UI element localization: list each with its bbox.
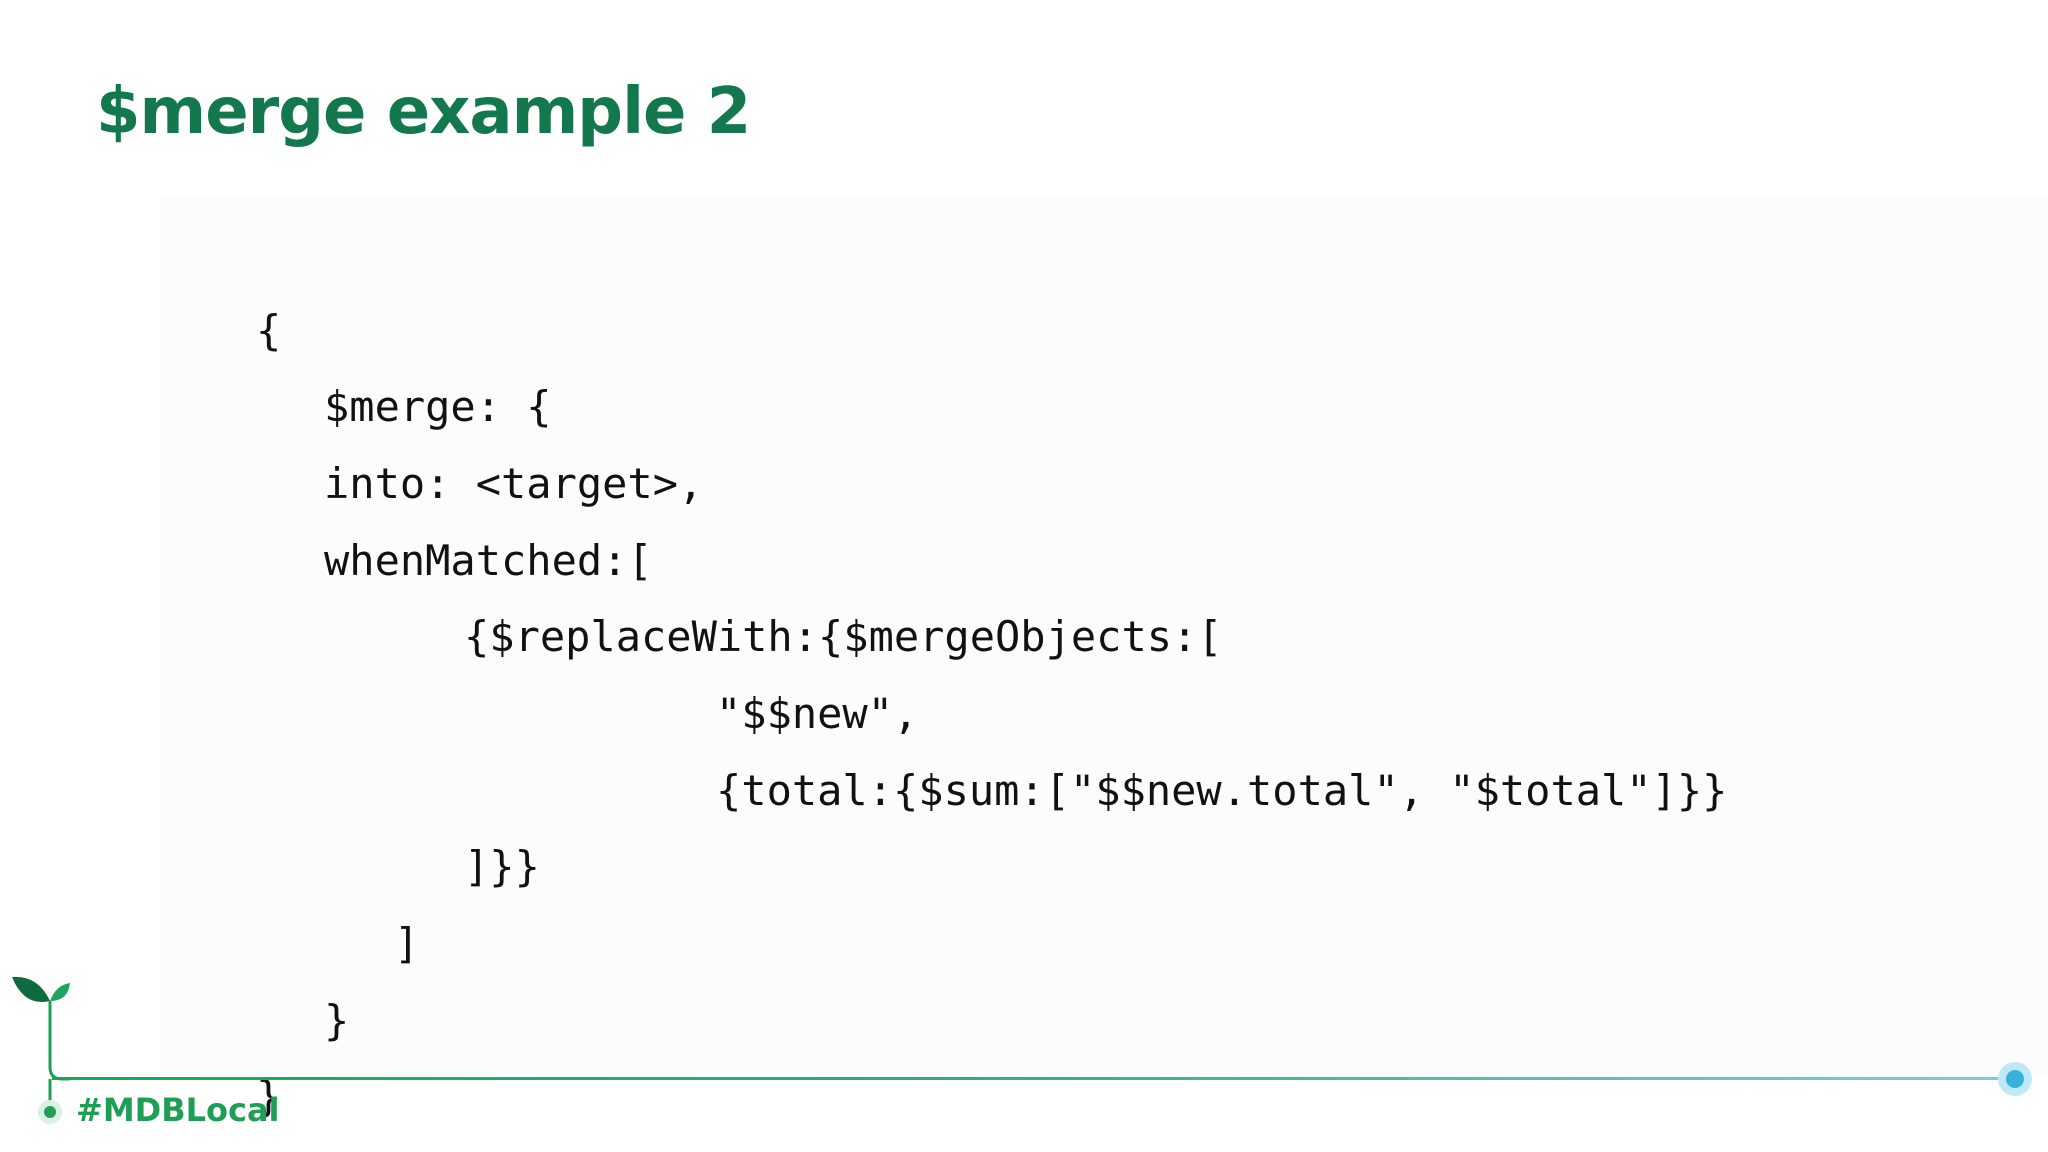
- code-line: {$replaceWith:{$mergeObjects:[: [464, 612, 1223, 661]
- code-line: ]: [394, 919, 420, 968]
- code-line: into: <target>,: [324, 459, 704, 508]
- slide-title: $merge example 2: [96, 75, 751, 149]
- code-line: {: [256, 306, 282, 355]
- footer-timeline: [52, 1077, 2016, 1080]
- code-line: ]}}: [464, 842, 540, 891]
- code-line: whenMatched:[: [324, 536, 653, 585]
- timeline-dot-icon: [1998, 1062, 2032, 1096]
- code-panel: { $merge: { into: <target>, whenMatched:…: [160, 196, 2048, 1118]
- code-line: }: [324, 996, 350, 1045]
- sprout-icon: [12, 976, 70, 1124]
- code-line: "$$new",: [716, 689, 919, 738]
- code-line: {total:{$sum:["$$new.total", "$total"]}}: [716, 766, 1728, 815]
- code-line: }: [256, 1072, 282, 1121]
- code-line: $merge: {: [324, 382, 552, 431]
- event-hashtag: #MDBLocal: [76, 1091, 280, 1129]
